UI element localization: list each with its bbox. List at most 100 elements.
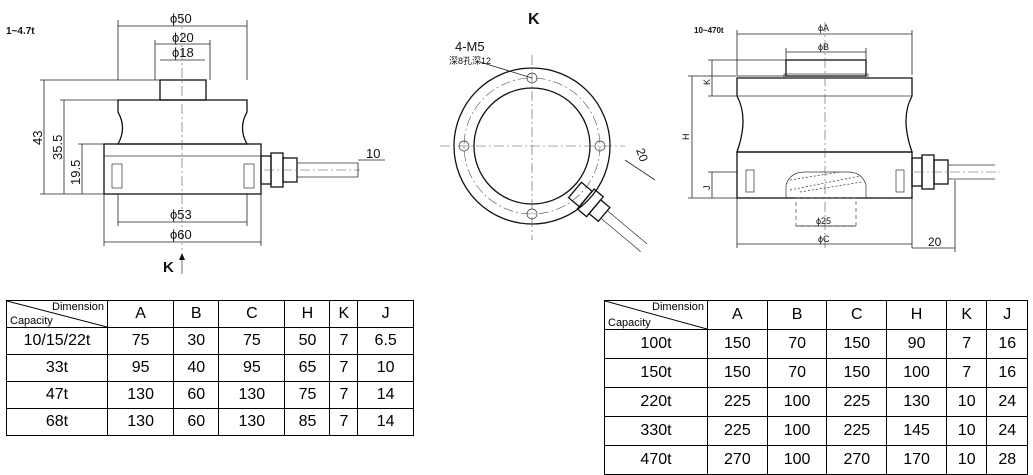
header-dimension: Dimension [652,301,704,313]
col-header: A [106,300,175,328]
right-side-view: 10~470t ϕA ϕB ϕ25 [681,22,1000,252]
value-cell: 70 [766,329,828,359]
value-cell: 7 [945,358,988,388]
value-cell: 70 [766,358,828,388]
value-cell: 6.5 [357,327,414,355]
value-cell: 24 [986,387,1028,417]
value-cell: 150 [826,358,888,388]
holes-label: 4-M5 [455,39,485,54]
value-cell: 130 [886,387,947,417]
table-row: 220t 225 100 225 130 10 24 [604,387,1028,417]
value-cell: 7 [329,408,359,436]
table-row: 10/15/22t 75 30 75 50 7 6.5 [6,327,414,355]
col-header: B [766,300,828,330]
value-cell: 130 [218,408,286,436]
value-cell: 150 [707,358,768,388]
col-header: A [707,300,768,330]
value-cell: 10 [945,445,988,475]
top-view-k: K 4-M5 深8孔深12 20 [440,11,656,252]
holes-note: 深8孔深12 [449,56,491,66]
value-cell: 14 [357,381,414,409]
dim-phi60: ϕ60 [170,227,192,242]
spec-table-large: Dimension Capacity A B C H K J 100t 150 … [604,300,1028,475]
table-row: 47t 130 60 130 75 7 14 [6,381,414,409]
value-cell: 270 [707,445,768,475]
value-cell: 50 [284,327,331,355]
table-row: 470t 270 100 270 170 10 28 [604,445,1028,475]
header-capacity: Capacity [608,317,651,329]
capacity-cell: 33t [6,354,108,382]
value-cell: 225 [826,387,888,417]
value-cell: 10 [357,354,414,382]
table-row: 330t 225 100 225 145 10 24 [604,416,1028,446]
dim-J: J [702,186,712,191]
dim-phiA: ϕA [818,23,829,33]
dim-phi20: ϕ20 [172,30,194,45]
col-header: K [329,300,359,328]
value-cell: 28 [986,445,1028,475]
capacity-cell: 10/15/22t [6,327,108,355]
value-cell: 65 [284,354,331,382]
technical-drawing: 1~4.7t ϕ50 ϕ20 ϕ18 10 [6,11,1000,276]
value-cell: 150 [826,329,888,359]
value-cell: 7 [945,329,988,359]
col-header: K [945,300,988,330]
dim-phiB: ϕB [818,42,829,52]
dim-cable-10: 10 [366,146,380,161]
dim-cable-20: 20 [928,235,942,249]
value-cell: 14 [357,408,414,436]
value-cell: 130 [106,381,175,409]
dim-phi25: ϕ25 [816,216,831,226]
header-dimension: Dimension [52,301,104,313]
dim-phi18: ϕ18 [172,45,194,60]
capacity-cell: 150t [604,358,708,388]
value-cell: 85 [284,408,331,436]
header-capacity: Capacity [10,315,53,327]
dim-H: H [681,134,691,141]
dim-h195: 19.5 [68,160,83,185]
col-header: C [826,300,888,330]
table-row: 68t 130 60 130 85 7 14 [6,408,414,436]
cable-dim-20: 20 [633,146,651,164]
value-cell: 10 [945,387,988,417]
value-cell: 145 [886,416,947,446]
value-cell: 40 [173,354,220,382]
value-cell: 75 [218,327,286,355]
table-header-row: Dimension Capacity A B C H K J [6,300,414,328]
header-corner-cell: Dimension Capacity [604,300,708,330]
value-cell: 100 [766,445,828,475]
value-cell: 150 [707,329,768,359]
dim-h43: 43 [30,131,45,145]
dim-K: K [702,79,712,85]
capacity-cell: 330t [604,416,708,446]
top-view-title: K [528,11,540,28]
value-cell: 10 [945,416,988,446]
col-header: J [986,300,1028,330]
value-cell: 95 [218,354,286,382]
value-cell: 7 [329,354,359,382]
view-arrow-k: K [163,259,174,276]
dim-h355: 35.5 [50,135,65,160]
table-row: 150t 150 70 150 100 7 16 [604,358,1028,388]
value-cell: 7 [329,381,359,409]
value-cell: 225 [826,416,888,446]
right-range-label: 10~470t [694,26,724,35]
value-cell: 270 [826,445,888,475]
dim-phiC: ϕC [818,234,830,244]
value-cell: 16 [986,358,1028,388]
value-cell: 95 [106,354,175,382]
header-corner-cell: Dimension Capacity [6,300,108,328]
value-cell: 75 [284,381,331,409]
col-header: C [218,300,286,328]
table-row: 100t 150 70 150 90 7 16 [604,329,1028,359]
dim-phi50: ϕ50 [170,11,192,26]
value-cell: 100 [886,358,947,388]
table-row: 33t 95 40 95 65 7 10 [6,354,414,382]
value-cell: 7 [329,327,359,355]
value-cell: 60 [173,408,220,436]
dim-phi53: ϕ53 [170,207,192,222]
value-cell: 24 [986,416,1028,446]
spec-table-small: Dimension Capacity A B C H K J 10/15/22t… [6,300,414,436]
value-cell: 100 [766,387,828,417]
table-header-row: Dimension Capacity A B C H K J [604,300,1028,330]
